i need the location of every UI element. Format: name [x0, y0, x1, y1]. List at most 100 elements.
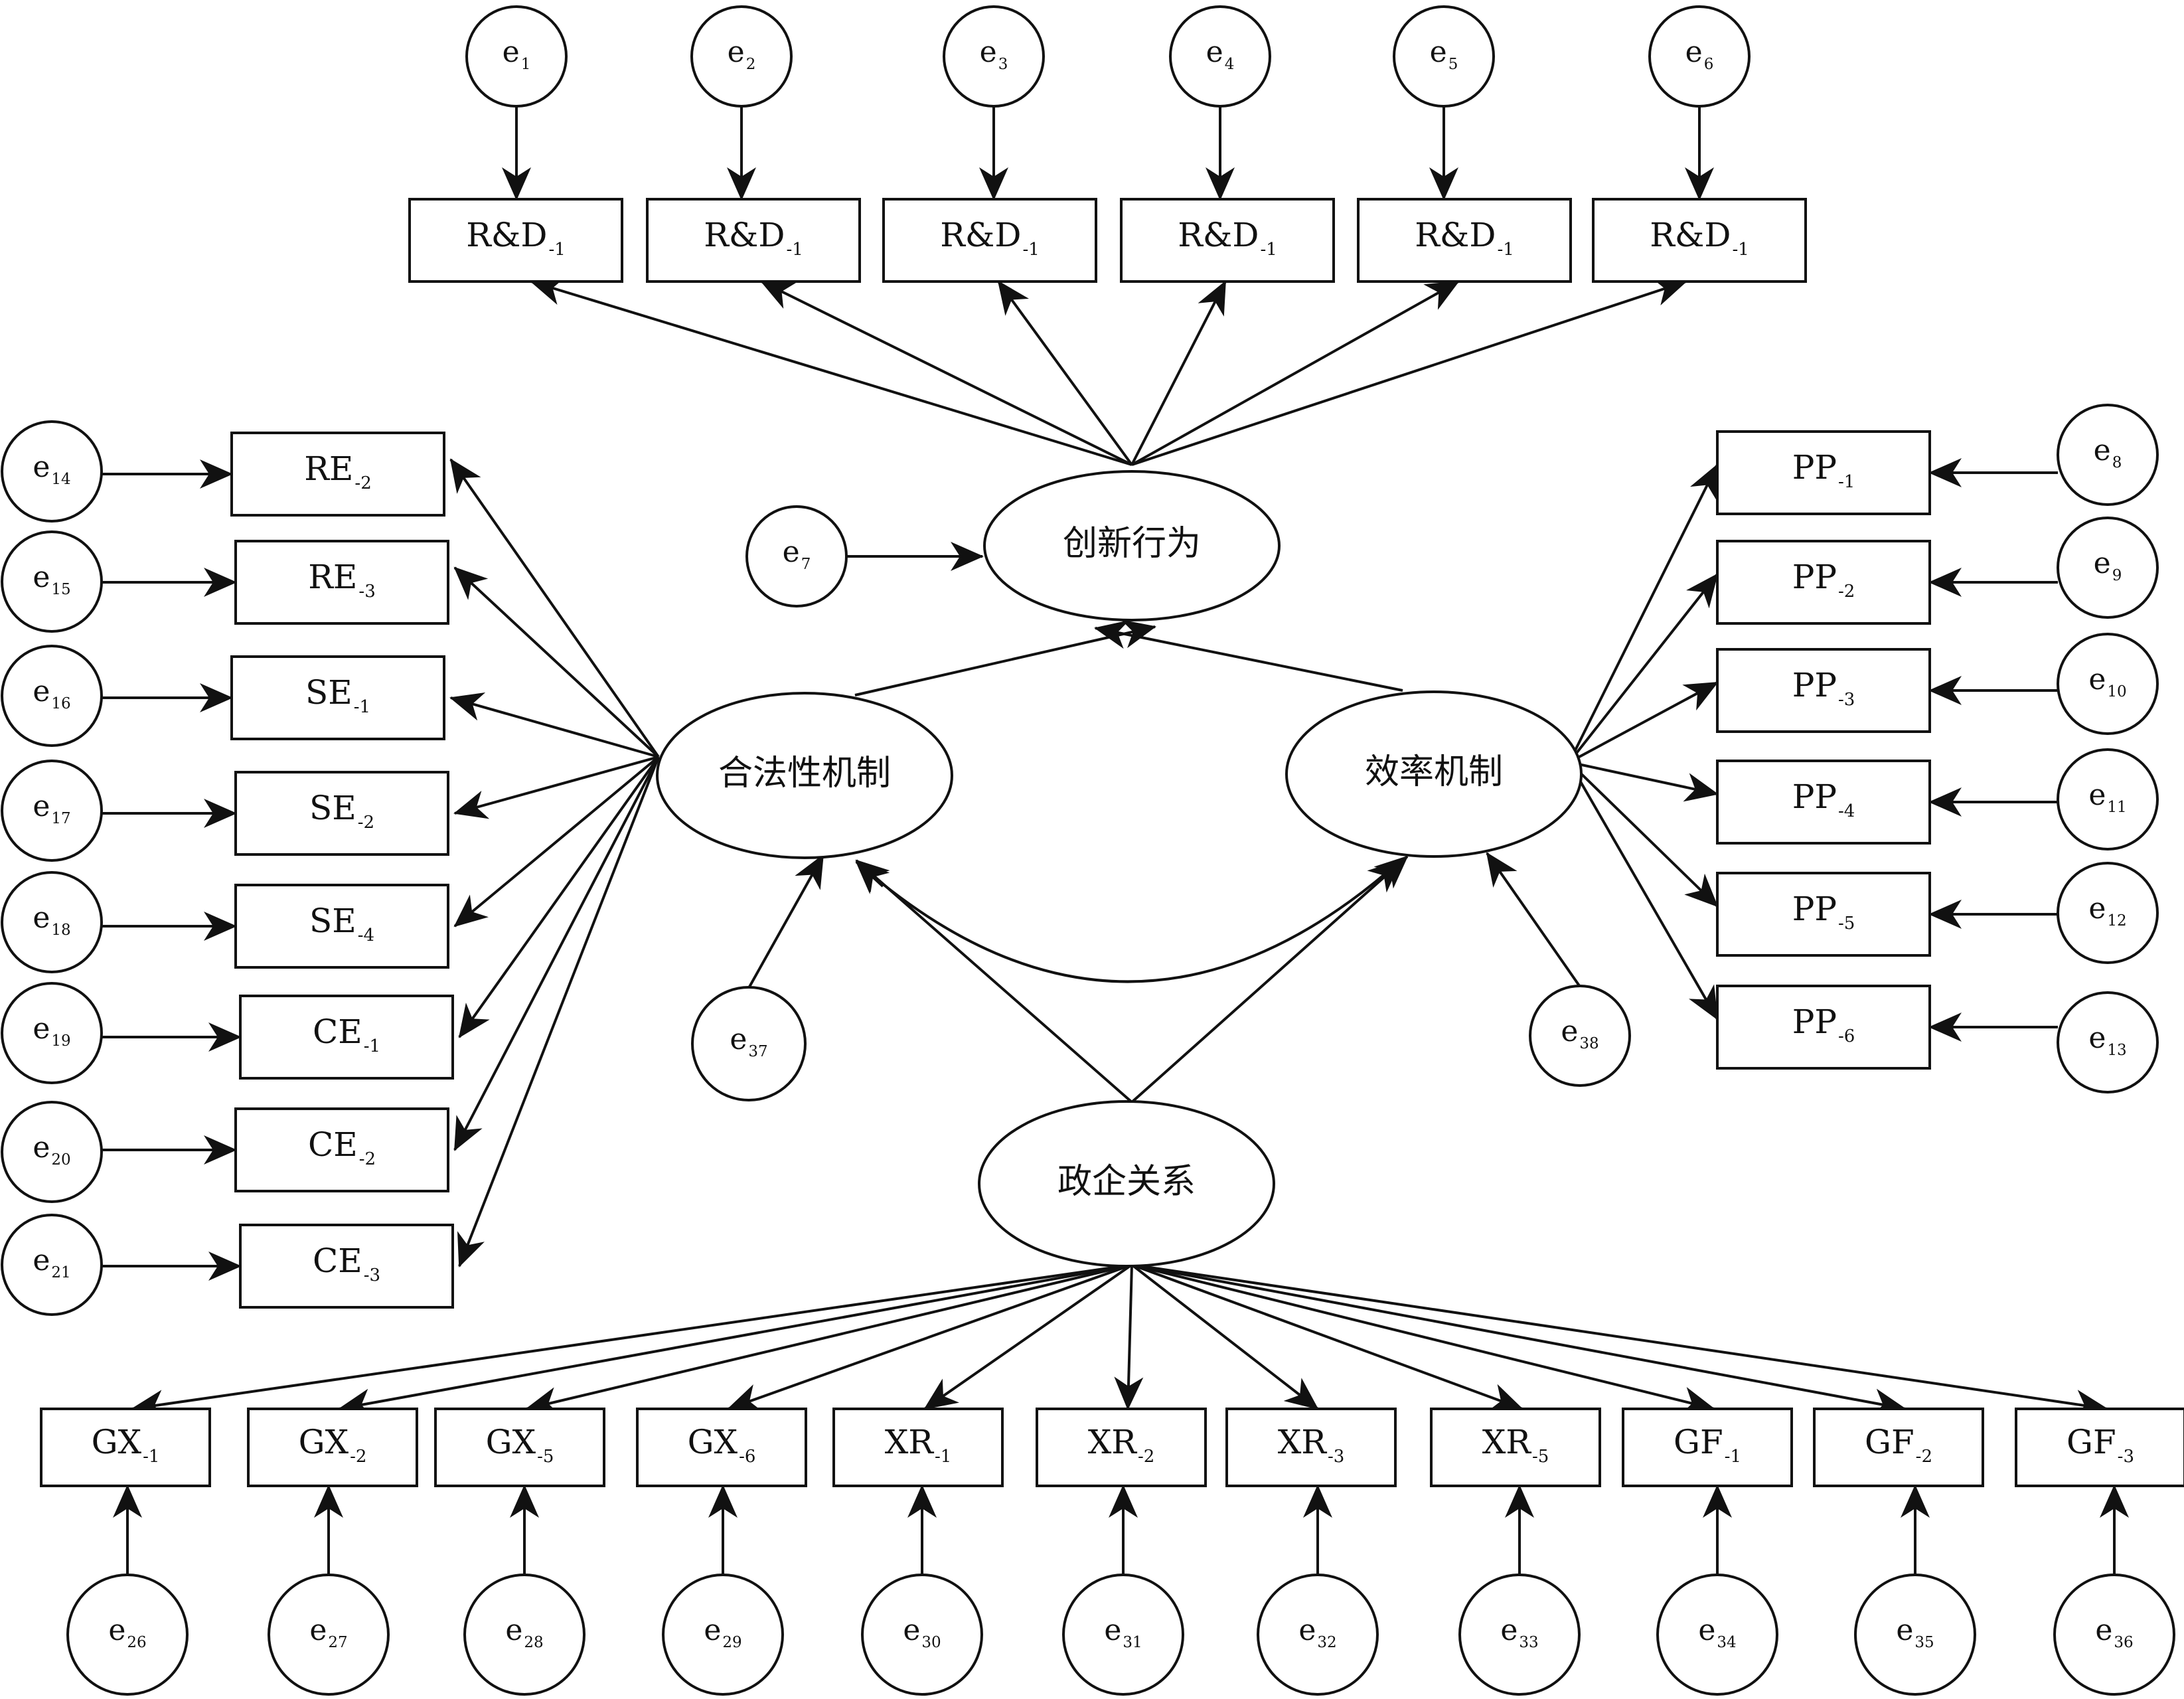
error-right-1 — [2057, 404, 2159, 506]
error-arrow-structural-xl — [1486, 852, 1581, 988]
error-left-5-label: e18 — [33, 901, 70, 939]
error-top-5-label-main: e — [1430, 35, 1447, 69]
indicator-top-label-4-sub: -1 — [1260, 240, 1277, 260]
indicator-left-4 — [234, 771, 449, 856]
latent-hf — [656, 692, 953, 859]
loading-bottom-6 — [1114, 1264, 1144, 1410]
indicator-left-label-3-main: SE — [305, 673, 352, 712]
indicator-right-label-4-sub: -4 — [1838, 801, 1855, 821]
indicator-bottom-label-5-sub: -1 — [935, 1447, 951, 1467]
indicator-left-label-4-main: SE — [309, 789, 356, 827]
error-arrow-structural-hf — [747, 854, 824, 989]
error-left-2 — [1, 530, 103, 633]
indicator-right-label-6-main: PP — [1792, 1003, 1837, 1041]
indicator-right-3 — [1716, 648, 1931, 733]
loading-bottom-2 — [338, 1263, 1132, 1418]
indicator-bottom-label-5: XR-1 — [885, 1423, 952, 1467]
error-bottom-6-label: e31 — [1104, 1613, 1142, 1652]
indicator-right-label-6-sub: -6 — [1838, 1026, 1855, 1046]
loading-left-8 — [457, 756, 660, 1267]
error-bottom-6-label-sub: 31 — [1123, 1634, 1142, 1651]
error-bottom-6 — [1062, 1574, 1184, 1696]
error-top-2-label-sub: 2 — [746, 56, 756, 73]
error-top-4 — [1169, 5, 1271, 108]
error-left-8 — [1, 1214, 103, 1316]
indicator-bottom-2 — [247, 1408, 418, 1487]
loading-bottom-11 — [1131, 1263, 2108, 1419]
indicator-bottom-label-1: GX-1 — [92, 1423, 160, 1467]
error-left-2-label: e15 — [33, 560, 70, 599]
indicator-left-7 — [234, 1107, 449, 1192]
loading-bottom-1 — [131, 1263, 1132, 1419]
indicator-bottom-label-10-sub: -2 — [1916, 1447, 1932, 1467]
indicator-left-label-1: RE-2 — [304, 449, 371, 493]
error-left-4-label-sub: 17 — [51, 810, 70, 827]
error-right-5 — [2057, 862, 2159, 964]
indicator-left-3 — [230, 655, 445, 740]
indicator-bottom-label-7-sub: -3 — [1328, 1447, 1344, 1467]
indicator-bottom-label-3-sub: -5 — [537, 1447, 554, 1467]
indicator-bottom-label-3-main: GX — [486, 1423, 536, 1461]
error-bottom-5 — [861, 1574, 983, 1696]
error-left-8-label-sub: 21 — [51, 1264, 70, 1281]
error-bottom-4-label: e29 — [704, 1613, 741, 1652]
error-left-3-label-main: e — [33, 675, 50, 708]
error-top-3-label-sub: 3 — [998, 56, 1008, 73]
error-right-4-label-sub: 11 — [2107, 799, 2126, 816]
error-top-4-label: e4 — [1206, 35, 1235, 74]
error-left-5-label-sub: 18 — [51, 922, 70, 939]
indicator-left-label-6: CE-1 — [313, 1012, 380, 1056]
indicator-right-label-1: PP-1 — [1792, 448, 1855, 492]
error-bottom-8 — [1458, 1574, 1581, 1696]
indicator-bottom-label-10-main: GF — [1865, 1423, 1914, 1461]
loading-left-3 — [449, 692, 659, 758]
error-right-6-label-main: e — [2088, 1021, 2106, 1055]
indicator-top-4 — [1120, 198, 1335, 283]
indicator-bottom-label-4-sub: -6 — [739, 1447, 755, 1467]
error-left-3-label-sub: 16 — [51, 695, 70, 712]
latent-label-xl-main: 效率机制 — [1365, 752, 1503, 792]
error-bottom-10-label-sub: 35 — [1914, 1634, 1934, 1651]
covariance-start-head — [855, 860, 890, 894]
indicator-left-label-3-sub: -1 — [354, 697, 370, 717]
indicator-right-label-2-sub: -2 — [1838, 582, 1855, 602]
indicator-top-label-6-main: R&D — [1650, 216, 1731, 254]
error-right-5-label-sub: 12 — [2107, 912, 2126, 930]
error-bottom-2 — [268, 1574, 390, 1696]
covariance-hf-xl — [855, 859, 1402, 983]
indicator-top-1 — [408, 198, 623, 283]
error-bottom-10 — [1854, 1574, 1976, 1696]
error-right-4-label: e11 — [2088, 778, 2126, 817]
indicator-bottom-label-6: XR-2 — [1088, 1423, 1155, 1467]
error-right-5-label-main: e — [2088, 892, 2106, 926]
indicator-top-label-6-sub: -1 — [1732, 240, 1749, 260]
loading-right-3 — [1569, 681, 1719, 764]
indicator-top-label-3-sub: -1 — [1022, 240, 1039, 260]
loading-bottom-5 — [923, 1263, 1133, 1410]
latent-label-cx-main: 创新行为 — [1063, 524, 1201, 564]
indicator-right-label-3-main: PP — [1792, 666, 1837, 704]
indicator-right-label-1-main: PP — [1792, 448, 1837, 487]
error-top-5 — [1393, 5, 1495, 108]
error-top-4-label-main: e — [1206, 35, 1223, 69]
error-bottom-11-label-main: e — [2095, 1613, 2112, 1647]
indicator-bottom-label-2: GX-2 — [299, 1423, 367, 1467]
error-bottom-1 — [66, 1574, 189, 1696]
path-xl-cx — [1094, 619, 1403, 692]
loading-right-4 — [1569, 761, 1719, 802]
error-right-4 — [2057, 748, 2159, 850]
indicator-bottom-label-10: GF-2 — [1865, 1423, 1932, 1467]
indicator-bottom-label-9-main: GF — [1674, 1423, 1723, 1461]
error-right-1-label-main: e — [2094, 434, 2111, 467]
loading-bottom-8 — [1131, 1263, 1523, 1412]
indicator-bottom-8 — [1430, 1408, 1601, 1487]
path-zq-hf — [855, 859, 1133, 1103]
loading-top-5 — [1131, 280, 1460, 466]
indicator-right-4 — [1716, 760, 1931, 845]
error-bottom-4-label-sub: 29 — [722, 1634, 741, 1651]
error-left-6 — [1, 982, 103, 1084]
latent-label-hf-main: 合法性机制 — [718, 754, 891, 793]
indicator-bottom-label-8: XR-5 — [1482, 1423, 1549, 1467]
error-structural-cx-label-main: e — [783, 535, 800, 569]
error-bottom-1-label: e26 — [108, 1613, 146, 1652]
